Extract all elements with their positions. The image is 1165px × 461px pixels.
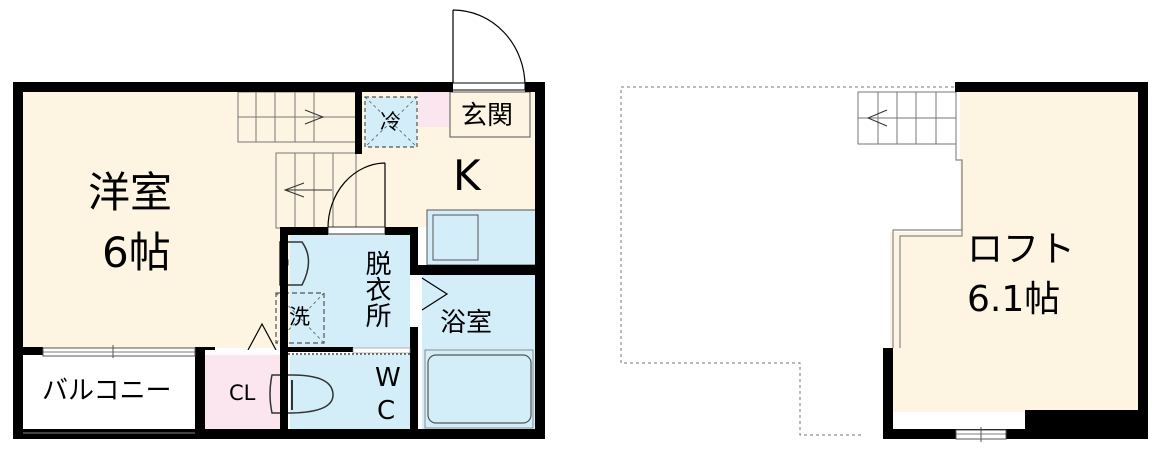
stairs-lower <box>275 152 357 229</box>
entrance-door-swing <box>452 9 526 87</box>
toilet-floor <box>290 355 415 430</box>
closet-door-marker <box>247 322 277 351</box>
walls-loft <box>883 82 1148 439</box>
closet-floor <box>205 353 280 430</box>
toilet-label-w: W <box>375 363 401 393</box>
entrance-box <box>449 91 531 138</box>
balcony-floor <box>20 353 200 430</box>
fridge-label: 冷 <box>380 110 401 134</box>
bathroom-floor <box>422 275 538 430</box>
toilet-bowl <box>269 374 334 414</box>
kitchen-label: K <box>453 151 481 200</box>
washer-box <box>275 292 325 344</box>
void-outline <box>620 86 960 436</box>
sink <box>432 214 479 261</box>
western-room-size: 6帖 <box>102 228 171 277</box>
washer-label: 洗 <box>289 305 310 329</box>
closet-pink-strip <box>418 92 450 127</box>
toilet-label-c: C <box>377 396 396 426</box>
walls-floor-1 <box>13 82 545 439</box>
entrance-label: 玄関 <box>461 101 514 131</box>
western-room-name: 洋室 <box>88 168 173 217</box>
interior-door-swing <box>327 162 386 229</box>
loft-stairs <box>857 91 957 145</box>
kitchen-counter <box>426 209 539 266</box>
loft-size: 6.1帖 <box>967 279 1061 320</box>
bathtub <box>427 354 532 424</box>
dressing-room-label: 脱衣所 <box>361 250 391 328</box>
balcony-label: バルコニー <box>42 376 172 406</box>
closet-label: CL <box>229 381 256 405</box>
washbasin <box>279 241 310 286</box>
loft-name: ロフト <box>967 229 1076 270</box>
bathroom-label: 浴室 <box>440 308 493 338</box>
bathroom-door-swing <box>421 277 449 311</box>
